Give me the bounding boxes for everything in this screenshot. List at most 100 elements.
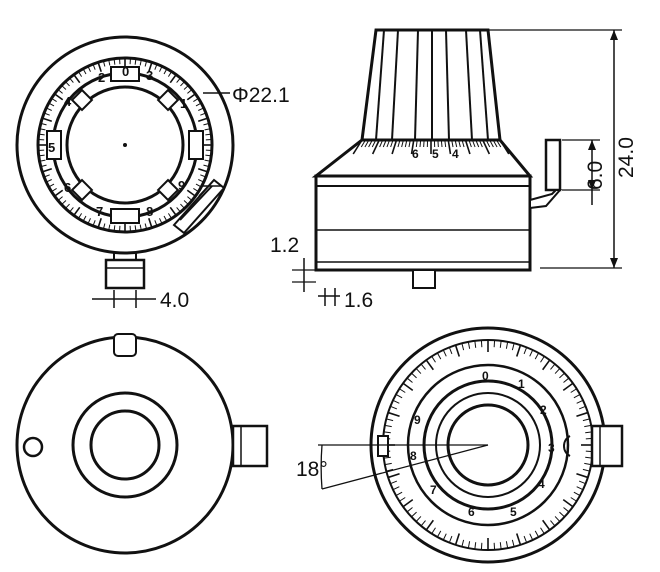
side-dial-tick: [419, 139, 422, 148]
knob-band-number: 5: [432, 147, 439, 161]
dial-tick: [392, 486, 400, 491]
dial-tick: [534, 530, 540, 538]
dial-tick: [562, 499, 574, 508]
dial-tick: [180, 203, 185, 209]
dial-tick: [540, 356, 545, 363]
dial-tick: [102, 223, 106, 230]
front-dial-number: 0: [122, 64, 129, 79]
dial-tick: [420, 520, 426, 527]
dial-tick: [51, 97, 57, 103]
side-dial-tick: [447, 139, 452, 155]
dial-tick: [402, 499, 414, 508]
dial-tick: [39, 128, 46, 131]
rear-terminal: [231, 424, 269, 468]
dial-tick: [415, 368, 422, 374]
dial-tick: [144, 60, 148, 67]
side-dial-tick: [440, 139, 443, 148]
side-dial-tick: [496, 139, 502, 148]
dial-tick: [584, 424, 592, 428]
dial-tick: [42, 117, 53, 122]
bottom-dial-number: 5: [510, 505, 517, 519]
dial-tick: [442, 349, 447, 357]
dial-tick: [113, 58, 116, 65]
dial-tick: [197, 117, 208, 122]
dial-tick: [395, 393, 403, 399]
dial-tick: [163, 68, 168, 75]
side-dial-tick: [464, 139, 471, 155]
dial-tick: [562, 382, 574, 391]
dial-tick: [159, 66, 163, 72]
dial-tick: [515, 344, 522, 357]
bottom-dial-number: 8: [410, 449, 417, 463]
dial-tick: [183, 200, 189, 205]
dial-tick: [82, 215, 87, 222]
side-dial-tick: [499, 139, 510, 155]
dial-tick: [383, 456, 391, 459]
dial-tick: [505, 341, 509, 349]
side-dial-tick: [489, 139, 494, 148]
dial-tick: [176, 77, 181, 83]
dial-tick: [570, 497, 577, 502]
dial-tick: [523, 347, 528, 355]
dial-tick: [148, 217, 153, 228]
dial-tick: [198, 107, 204, 111]
dial-tick: [77, 213, 83, 219]
side-dial-tick: [461, 139, 465, 148]
dial-tick: [186, 189, 196, 197]
dial-tick: [97, 62, 102, 73]
front-dial-number: 8: [146, 204, 153, 219]
side-dial-tick: [401, 139, 404, 148]
dial-tick: [169, 206, 177, 216]
dial-tick: [387, 472, 400, 479]
dial-tick: [406, 507, 413, 513]
shaft-offset-label: 1.6: [344, 289, 373, 312]
dial-tick: [57, 89, 63, 94]
dial-tick: [204, 159, 211, 162]
dial-tick: [390, 405, 398, 410]
dial-tick: [48, 183, 55, 188]
dial-tick: [563, 377, 570, 383]
dial-tick: [108, 224, 111, 231]
dial-tick: [415, 516, 422, 522]
dial-tick: [467, 541, 471, 549]
front-dial-ticks: [38, 58, 212, 232]
side-view: 6 5 4 6.0 24.0 1.2: [270, 28, 638, 312]
dial-tick: [38, 154, 45, 157]
dial-tick: [46, 179, 52, 183]
dial-tick: [384, 462, 392, 466]
dial-tick: [167, 71, 173, 77]
front-dial-number: 9: [178, 178, 185, 193]
side-dial-tick: [352, 139, 363, 155]
dial-tick: [167, 213, 173, 219]
dial-tick: [499, 340, 502, 348]
dial-tick: [193, 97, 199, 103]
bottom-dial-number: 7: [430, 483, 437, 497]
dial-tick: [65, 203, 70, 209]
dial-tick: [102, 60, 106, 67]
bottom-dial-number: 0: [482, 369, 489, 383]
dial-tick: [87, 218, 91, 224]
dial-tick: [73, 206, 81, 216]
dial-tick: [48, 102, 55, 107]
dial-tick: [69, 77, 74, 83]
dial-tick: [563, 507, 570, 513]
rear-view: [15, 333, 269, 555]
total-height-label: 24.0: [615, 137, 638, 178]
dial-tick: [402, 382, 414, 391]
dial-tick: [411, 511, 417, 518]
dial-tick: [442, 533, 447, 541]
dial-tick: [139, 224, 142, 231]
dial-tick: [523, 535, 528, 543]
outer-diameter-label: Φ22.1: [232, 84, 290, 107]
side-dial-tick: [368, 139, 373, 148]
dial-tick: [197, 168, 208, 173]
side-dial-tick: [397, 139, 401, 148]
bottom-dial-number: 3: [548, 441, 555, 455]
side-dial-tick: [478, 139, 483, 148]
dial-tick: [204, 128, 211, 131]
dial-tick: [436, 352, 442, 360]
dial-tick: [73, 74, 81, 84]
dial-tick: [54, 93, 64, 101]
dial-tick: [97, 217, 102, 228]
dial-tick: [448, 535, 453, 543]
